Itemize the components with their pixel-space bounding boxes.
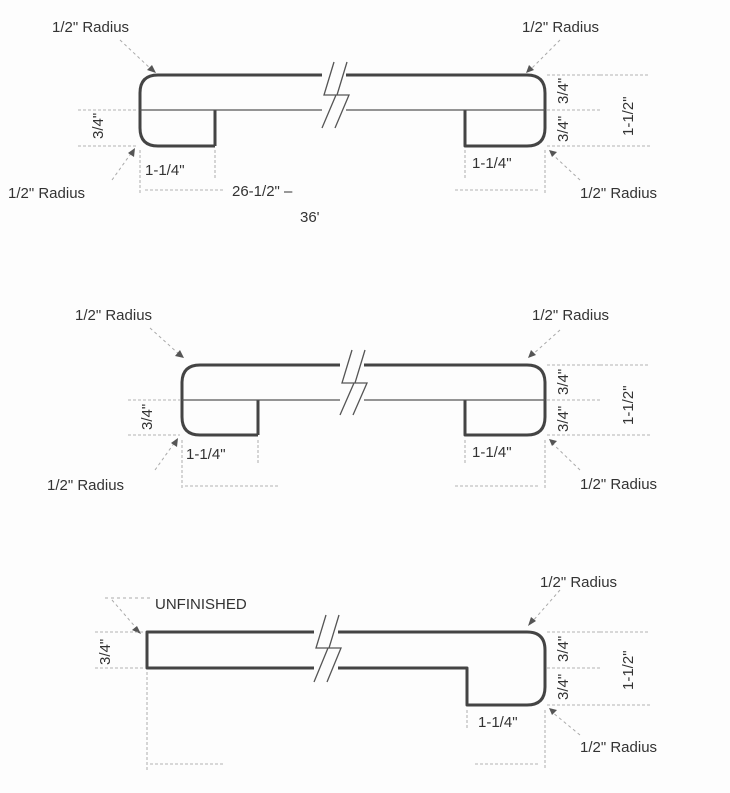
radius-bottom-right: 1/2" Radius <box>580 739 657 756</box>
radius-top-left: 1/2" Radius <box>52 19 129 36</box>
radius-top-right: 1/2" Radius <box>532 307 609 324</box>
total-height: 1-1/2" <box>620 96 637 136</box>
length-label-line1: 26-1/2" – <box>232 183 293 200</box>
right-lower-height: 3/4" <box>555 674 572 700</box>
total-height: 1-1/2" <box>620 650 637 690</box>
right-upper-height: 3/4" <box>555 369 572 395</box>
length-label-line2: 36' <box>300 209 320 226</box>
left-height: 3/4" <box>97 639 114 665</box>
diagram-3: UNFINISHED 1-1/4" 1/2" Radius 1/2" Radiu… <box>95 574 657 770</box>
diagram-1: 1-1/4" 1-1/4" 26-1/2" – 36' 1/2" Radius … <box>8 19 657 226</box>
left-foot-width: 1-1/4" <box>145 162 185 179</box>
diagram-2: 1-1/4" 1-1/4" 1/2" Radius 1/2" Radius 1/… <box>47 307 657 494</box>
right-upper-height: 3/4" <box>555 636 572 662</box>
right-foot-width: 1-1/4" <box>472 155 512 172</box>
radius-top-right: 1/2" Radius <box>540 574 617 591</box>
right-foot-width: 1-1/4" <box>472 444 512 461</box>
total-height: 1-1/2" <box>620 385 637 425</box>
unfinished-label: UNFINISHED <box>155 596 247 613</box>
left-foot-width: 1-1/4" <box>186 446 226 463</box>
radius-bottom-right: 1/2" Radius <box>580 185 657 202</box>
break-symbol <box>339 349 368 416</box>
radius-top-right: 1/2" Radius <box>522 19 599 36</box>
radius-bottom-right: 1/2" Radius <box>580 476 657 493</box>
right-lower-height: 3/4" <box>555 406 572 432</box>
radius-bottom-left: 1/2" Radius <box>47 477 124 494</box>
break-symbol <box>321 61 350 129</box>
left-height: 3/4" <box>90 113 107 139</box>
board-outline <box>180 363 547 437</box>
radius-bottom-left: 1/2" Radius <box>8 185 85 202</box>
board-outline <box>145 630 547 707</box>
board-outline <box>138 73 547 148</box>
left-height: 3/4" <box>139 404 156 430</box>
right-foot-width: 1-1/4" <box>478 714 518 731</box>
right-upper-height: 3/4" <box>555 78 572 104</box>
right-lower-height: 3/4" <box>555 116 572 142</box>
break-symbol <box>313 614 342 683</box>
radius-top-left: 1/2" Radius <box>75 307 152 324</box>
